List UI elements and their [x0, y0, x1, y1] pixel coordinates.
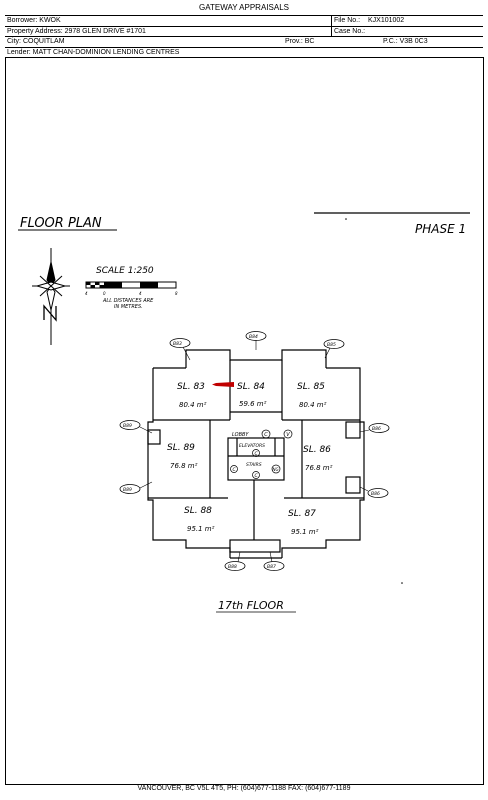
- unit-area-86: 76.8 m²: [305, 464, 333, 472]
- floor-plan-frame: [5, 57, 484, 785]
- scale-note-2: IN METRES.: [114, 304, 143, 310]
- elevators-label: ELEVATORS: [239, 443, 265, 449]
- tag-b87: B87: [267, 564, 276, 570]
- building-outline: [147, 349, 365, 559]
- unit-area-88: 95.1 m²: [187, 525, 215, 533]
- tag-b83: B83: [173, 341, 182, 347]
- tag-b89-bottom: B89: [123, 487, 132, 493]
- lender-field: Lender: MATT CHAN-DOMINION LENDING CENTR…: [7, 48, 180, 56]
- north-arrow-icon: [32, 248, 70, 345]
- footer-address: VANCOUVER, BC V5L 4T5, PH: (604)677-1188…: [137, 785, 351, 792]
- unit-name-86: SL. 86: [303, 445, 331, 455]
- file-no-label: File No.:: [334, 17, 361, 24]
- unit-name-88: SL. 88: [184, 506, 212, 516]
- core-c-2: C: [255, 451, 259, 457]
- company-title: GATEWAY APPRAISALS: [199, 3, 289, 12]
- floor-label: 17th FLOOR: [218, 599, 284, 612]
- postal-code-field: P.C.: V3B 0C3: [383, 38, 428, 45]
- file-no-value: KJX101002: [368, 17, 405, 24]
- scale-bar: [85, 281, 177, 289]
- unit-name-87: SL. 87: [288, 509, 316, 519]
- tag-b89-top: B89: [123, 423, 132, 429]
- header-row-city: City: COQUITLAM Prov.: BC P.C.: V3B 0C3: [5, 37, 483, 48]
- core-c-4: C: [255, 473, 259, 479]
- header-row-address: Property Address: 2978 GLEN DRIVE #1701 …: [5, 26, 483, 37]
- tag-b86-bottom: B86: [371, 491, 380, 497]
- tag-b88: B88: [228, 564, 237, 570]
- unit-name-83: SL. 83: [177, 382, 205, 392]
- unit-area-87: 95.1 m²: [291, 528, 319, 536]
- unit-area-84: 59.6 m²: [239, 400, 267, 408]
- scale-tick-4: 8: [175, 291, 178, 296]
- lobby-label: LOBBY: [232, 432, 249, 438]
- unit-name-89: SL. 89: [167, 443, 195, 453]
- core-c-3: C: [233, 467, 237, 473]
- scale-tick-3: 4: [139, 291, 142, 296]
- core-ng: NG: [273, 467, 279, 472]
- stairs-label: STAIRS: [246, 462, 262, 468]
- tag-b84: B84: [249, 334, 258, 340]
- scale-note-1: ALL DISTANCES ARE: [102, 298, 154, 304]
- unit-name-85: SL. 85: [297, 382, 325, 392]
- tag-b86-top: B86: [372, 426, 381, 432]
- scale-label: SCALE 1:250: [96, 266, 154, 276]
- core-v: V: [286, 432, 290, 438]
- unit-area-83: 80.4 m²: [179, 401, 207, 409]
- core-c-1: C: [264, 432, 268, 438]
- location-marker-icon: [212, 382, 234, 387]
- unit-area-85: 80.4 m²: [299, 401, 327, 409]
- tag-b85: B85: [327, 342, 336, 348]
- unit-area-89: 76.8 m²: [170, 462, 198, 470]
- phase-label: PHASE 1: [415, 222, 466, 236]
- property-address-field: Property Address: 2978 GLEN DRIVE #1701: [7, 27, 146, 35]
- borrower-field: Borrower: KWOK: [7, 17, 61, 24]
- floor-plan-title: FLOOR PLAN: [20, 216, 102, 231]
- scale-tick-2: 0: [103, 291, 106, 296]
- scale-tick-1: 4: [85, 291, 88, 296]
- case-no-field: Case No.:: [334, 27, 366, 35]
- header-row-borrower: Borrower: KWOK File No.: KJX101002: [5, 15, 483, 27]
- unit-name-84: SL. 84: [237, 382, 265, 392]
- city-field: City: COQUITLAM: [7, 38, 65, 45]
- prov-field: Prov.: BC: [285, 38, 315, 45]
